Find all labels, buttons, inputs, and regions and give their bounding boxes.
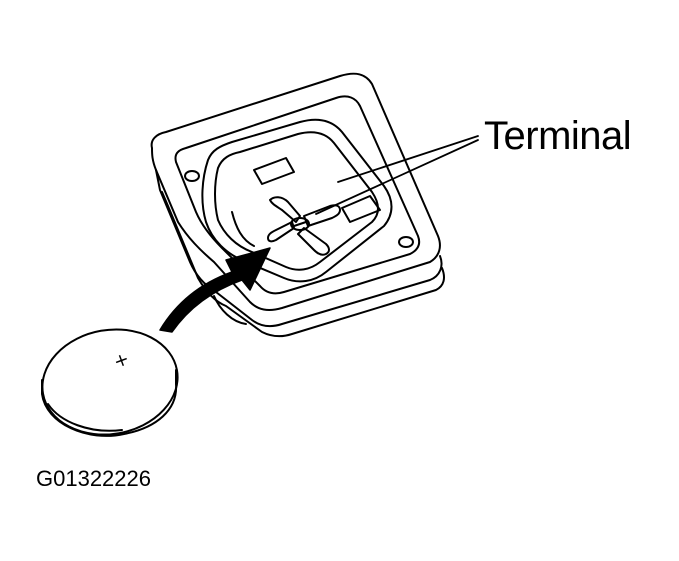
battery-recess-inner [214, 131, 379, 271]
leader-line-lower [315, 139, 479, 215]
terminal-center-slot [293, 221, 307, 227]
leader-line-upper [337, 135, 479, 183]
screw-hole-right [398, 236, 414, 248]
terminal-label: Terminal [484, 114, 632, 158]
battery-top-face [41, 328, 179, 436]
battery-recess [201, 118, 393, 283]
case-side-wall-3 [213, 295, 247, 325]
screw-hole-left [184, 170, 200, 182]
battery-edge-shadow [47, 403, 123, 432]
case-outer-rim [150, 72, 441, 311]
recess-tab-right [341, 195, 381, 223]
terminal-center [290, 217, 310, 231]
battery-edge [41, 369, 178, 437]
terminal-arm-2 [297, 227, 330, 256]
figure-id-label: G01322226 [36, 466, 151, 491]
coin-battery [41, 328, 179, 437]
battery-terminal [267, 196, 341, 256]
case-inner-rim [174, 95, 421, 295]
terminal-arm-4 [267, 221, 295, 243]
curved-arrow-icon [159, 247, 271, 333]
terminal-leader-lines [315, 135, 479, 215]
recess-tab-top [253, 157, 295, 185]
battery-polarity-mark: + [111, 348, 132, 373]
recess-tab-left [231, 211, 255, 247]
